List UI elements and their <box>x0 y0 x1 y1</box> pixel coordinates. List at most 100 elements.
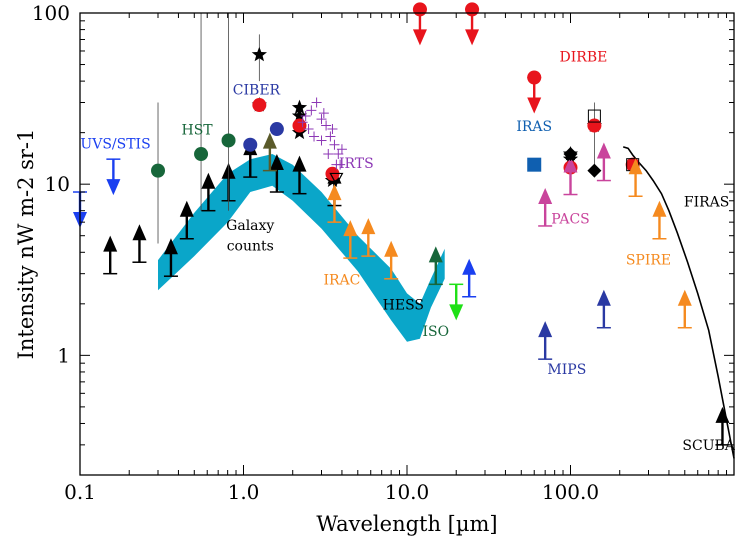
data-point <box>318 108 329 119</box>
data-point <box>329 139 340 150</box>
data-point <box>336 144 347 155</box>
data-point <box>527 157 542 172</box>
data-point-arrow-head <box>527 97 542 114</box>
label-iras: IRAS <box>516 119 552 135</box>
data-point <box>311 97 322 108</box>
data-point-arrow-head <box>449 304 464 321</box>
data-point-arrow-head <box>596 289 611 306</box>
series-irts <box>297 97 347 170</box>
data-point <box>291 108 308 123</box>
data-point-arrow-head <box>412 29 427 46</box>
series-mips <box>538 289 611 360</box>
data-point <box>335 159 346 170</box>
data-point-arrow-head <box>538 187 553 204</box>
data-point <box>252 98 267 113</box>
data-point-arrow-head <box>269 154 284 171</box>
firas-curve <box>622 146 735 459</box>
y-tick-label: 100 <box>32 1 70 25</box>
series-hst <box>151 13 236 244</box>
data-point <box>300 111 311 122</box>
label-galaxy: Galaxy <box>226 218 274 234</box>
data-point <box>587 109 601 123</box>
data-point <box>327 124 338 135</box>
series-unnamed-1 <box>715 406 730 446</box>
label-hst: HST <box>181 123 213 139</box>
label-counts: counts <box>227 238 274 254</box>
y-tick-label: 10 <box>45 172 70 196</box>
data-point-arrow-head <box>596 142 611 159</box>
series-unnamed-13 <box>449 283 464 321</box>
series-ciber <box>243 122 284 152</box>
label-irts: IRTS <box>339 156 374 172</box>
data-point <box>587 118 602 133</box>
label-hess: HESS <box>383 298 424 314</box>
x-tick-label: 100.0 <box>542 480 599 504</box>
series-unnamed-14 <box>462 258 477 298</box>
series-unnamed-17 <box>563 147 602 178</box>
data-point <box>306 105 317 116</box>
x-tick-label: 0.1 <box>64 480 96 504</box>
y-tick-label: 1 <box>57 343 70 367</box>
data-point-arrow-head <box>538 321 553 338</box>
data-point-arrow-head <box>179 200 194 217</box>
data-point <box>321 120 332 131</box>
data-point <box>297 117 308 128</box>
data-point <box>527 70 542 85</box>
data-point <box>587 163 602 178</box>
data-point-arrow-head <box>677 289 692 306</box>
data-point-arrow-head <box>384 240 399 257</box>
data-point <box>194 147 209 162</box>
data-point-arrow-head <box>201 172 216 189</box>
label-dirbe: DIRBE <box>560 50 608 66</box>
label-mips: MIPS <box>547 362 586 378</box>
data-point <box>323 149 334 160</box>
data-point <box>291 99 308 115</box>
label-irac: IRAC <box>323 272 360 288</box>
data-point-arrow-head <box>563 156 578 173</box>
series-irts-open <box>329 172 344 186</box>
data-point-arrow-head <box>465 29 480 46</box>
data-point <box>292 118 307 133</box>
data-point <box>243 137 258 152</box>
data-point <box>221 133 236 148</box>
y-axis-label: Intensity nW m-2 sr-1 <box>14 129 38 360</box>
data-point-arrow-head <box>343 220 358 237</box>
data-point <box>303 124 314 135</box>
data-point <box>316 135 327 146</box>
x-axis-label: Wavelength [µm] <box>316 512 497 536</box>
series-spire <box>628 158 692 329</box>
data-point-arrow-head <box>106 179 121 196</box>
label-firas: FIRAS <box>684 195 730 211</box>
data-point-arrow-head <box>361 218 376 235</box>
series-unnamed-5 <box>262 132 277 172</box>
series-irac <box>327 184 399 280</box>
series-pacs <box>538 142 611 227</box>
label-ciber: CIBER <box>233 82 281 98</box>
data-point-arrow-head <box>715 406 730 423</box>
data-point <box>329 172 344 186</box>
series-iras <box>527 157 542 172</box>
data-point-arrow-head <box>103 235 118 252</box>
x-tick-label: 1.0 <box>228 480 260 504</box>
label-iso: ISO <box>422 324 449 340</box>
data-point-arrow-head <box>462 258 477 275</box>
data-point-arrow-head <box>132 224 147 241</box>
label-scuba: SCUBA <box>682 438 735 454</box>
data-point <box>269 122 284 137</box>
series-galaxy-counts <box>103 139 342 277</box>
data-point <box>563 147 578 162</box>
data-point-arrow-head <box>262 132 277 149</box>
data-point-arrow-head <box>428 246 443 263</box>
plot-area: UVS/STIS HST CIBER DIRBE IRAS IRTS Galaxy count… <box>73 2 736 459</box>
data-point-arrow-head <box>292 155 307 172</box>
data-point <box>325 131 336 142</box>
data-point-arrow-head <box>327 184 342 201</box>
data-point <box>151 163 166 178</box>
label-pacs: PACS <box>551 211 590 227</box>
data-point <box>316 114 327 125</box>
label-uvs-stis: UVS/STIS <box>80 136 150 152</box>
label-spire: SPIRE <box>626 252 671 268</box>
data-point-arrow-head <box>163 238 178 255</box>
data-point <box>309 131 320 142</box>
